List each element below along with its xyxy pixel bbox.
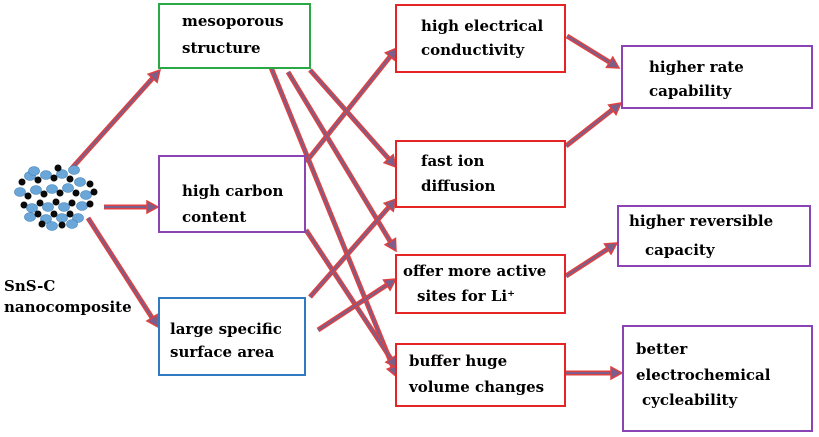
cycle-line1: better bbox=[636, 340, 688, 358]
particle bbox=[54, 164, 62, 172]
particle bbox=[68, 199, 76, 207]
particle bbox=[38, 220, 46, 228]
particle bbox=[46, 184, 58, 194]
conductivity-line1: high electrical bbox=[421, 17, 544, 35]
large-surface-area-box: large specific surface area bbox=[158, 297, 306, 376]
arrow-buffer-to-cycleability bbox=[566, 365, 624, 381]
arrow-meso-to-diffusion bbox=[308, 68, 398, 169]
particle bbox=[50, 210, 58, 218]
particle bbox=[42, 202, 54, 212]
particle bbox=[86, 200, 94, 208]
buffer-line1: buffer huge bbox=[409, 352, 508, 370]
reversible-line2: capacity bbox=[645, 241, 715, 259]
particle bbox=[40, 170, 52, 180]
arrow-conductivity-to-rate bbox=[565, 33, 621, 69]
carbon-line1: high carbon bbox=[182, 182, 284, 200]
mesoporous-structure-box: mesoporous structure bbox=[158, 3, 311, 69]
particle bbox=[18, 178, 26, 186]
particle bbox=[50, 174, 58, 182]
particle bbox=[86, 180, 94, 188]
particle bbox=[66, 219, 78, 229]
arrow-carbon-to-buffer bbox=[303, 228, 398, 370]
arrow-meso-to-active-sites bbox=[285, 70, 397, 253]
arrow-diffusion-to-rate bbox=[564, 102, 623, 148]
high-carbon-content-box: high carbon content bbox=[158, 155, 306, 233]
higher-rate-capability-box: higher rate capability bbox=[621, 45, 813, 109]
better-cycleability-box: better electrochemical cycleability bbox=[622, 325, 813, 432]
buffer-line2: volume changes bbox=[409, 378, 545, 396]
particle bbox=[20, 201, 28, 209]
particle bbox=[24, 212, 36, 222]
particle bbox=[58, 221, 66, 229]
mesoporous-line2: structure bbox=[182, 39, 261, 57]
fast-ion-diffusion-box: fast ion diffusion bbox=[395, 140, 566, 208]
particle bbox=[90, 188, 98, 196]
cycle-line2: electrochemical bbox=[636, 366, 771, 384]
arrow-source-to-surface bbox=[85, 216, 159, 329]
mesoporous-line1: mesoporous bbox=[182, 12, 284, 30]
carbon-line2: content bbox=[182, 208, 247, 226]
rate-line1: higher rate bbox=[649, 58, 744, 76]
reversible-line1: higher reversible bbox=[629, 212, 774, 230]
particle bbox=[62, 183, 74, 193]
particle bbox=[28, 166, 40, 176]
active-sites-line2: sites for Li⁺ bbox=[417, 287, 516, 305]
particle bbox=[26, 203, 38, 213]
particle bbox=[40, 190, 48, 198]
particle bbox=[66, 210, 74, 218]
arrow-source-to-carbon bbox=[104, 199, 160, 215]
particle bbox=[56, 169, 68, 179]
particle bbox=[56, 213, 68, 223]
buffer-volume-changes-box: buffer huge volume changes bbox=[395, 343, 566, 407]
particle bbox=[68, 165, 80, 175]
particle bbox=[66, 175, 74, 183]
surface-line2: surface area bbox=[170, 343, 275, 361]
active-sites-line1: offer more active bbox=[403, 262, 547, 280]
cycle-line3: cycleability bbox=[642, 391, 738, 409]
particle bbox=[24, 192, 32, 200]
conductivity-line2: conductivity bbox=[421, 41, 525, 59]
arrow-surface-to-active-sites bbox=[316, 278, 398, 333]
particle bbox=[30, 185, 42, 195]
surface-line1: large specific bbox=[170, 320, 282, 338]
particle bbox=[72, 189, 80, 197]
particle bbox=[80, 190, 92, 200]
particle bbox=[36, 199, 44, 207]
more-active-sites-box: offer more active sites for Li⁺ bbox=[395, 254, 566, 314]
particle bbox=[58, 202, 70, 212]
rate-line2: capability bbox=[649, 82, 732, 100]
source-label-line2: nanocomposite bbox=[4, 298, 132, 316]
high-electrical-conductivity-box: high electrical conductivity bbox=[395, 4, 566, 73]
arrow-active-sites-to-reversible bbox=[564, 242, 619, 279]
diffusion-line1: fast ion bbox=[421, 152, 485, 170]
particle bbox=[52, 198, 60, 206]
particle bbox=[14, 187, 26, 197]
diffusion-line2: diffusion bbox=[421, 177, 496, 195]
arrow-source-to-mesoporous bbox=[70, 68, 162, 170]
higher-reversible-capacity-box: higher reversible capacity bbox=[617, 205, 811, 267]
particle bbox=[34, 210, 42, 218]
particle bbox=[74, 177, 86, 187]
source-label-line1: SnS-C bbox=[4, 277, 56, 295]
particle bbox=[56, 189, 64, 197]
particle bbox=[46, 221, 58, 231]
particle bbox=[34, 176, 42, 184]
arrow-surface-to-diffusion bbox=[308, 197, 398, 299]
particle bbox=[76, 201, 88, 211]
